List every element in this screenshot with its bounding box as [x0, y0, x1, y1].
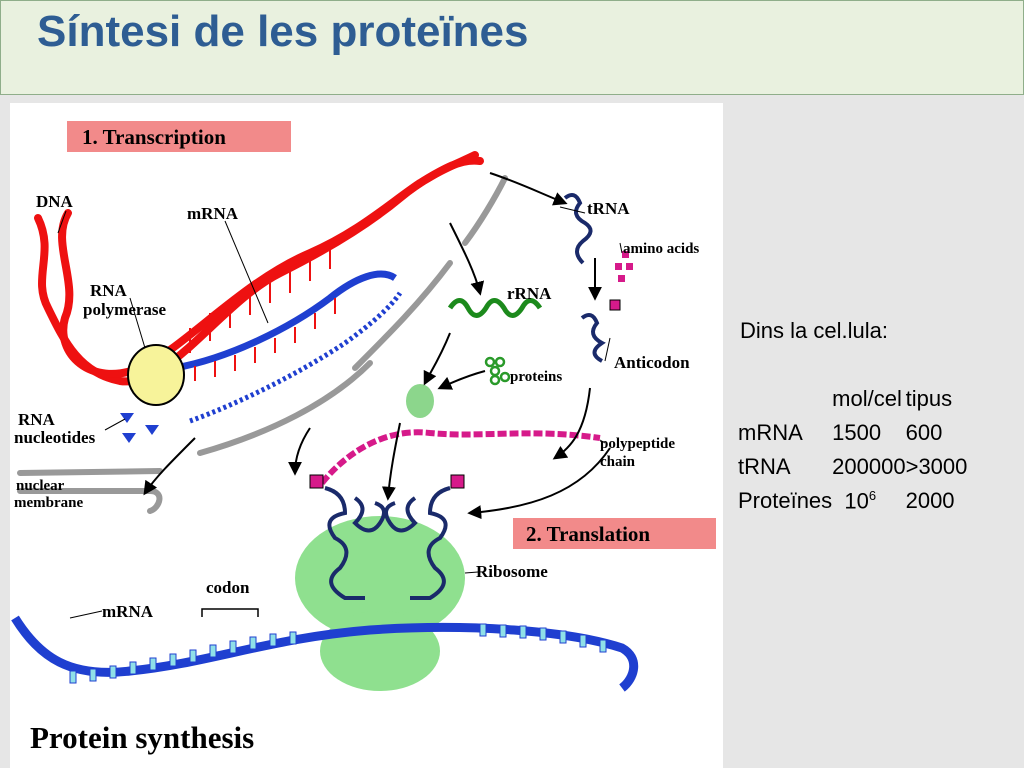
arrows [143, 172, 611, 520]
polypeptide-label-line2: chain [600, 454, 636, 470]
diagram-labels: DNA mRNA RNA polymerase RNA nucleotides … [14, 192, 699, 755]
polypeptide-label-line1: polypeptide [600, 436, 675, 452]
header-types: tipus [905, 386, 953, 411]
anticodon-label: Anticodon [614, 353, 690, 372]
header-count: mol/cel [832, 386, 902, 411]
protein-synthesis-diagram: 1. Transcription 2. Translation [10, 103, 723, 768]
mrna-rungs [194, 298, 336, 381]
table-header-row: mol/cel tipus [738, 382, 967, 416]
transcription-label: 1. Transcription [82, 125, 226, 149]
trna-molecule [563, 192, 593, 265]
rna-nucleotides-label-line1: RNA [18, 410, 56, 429]
codon-bracket [201, 608, 259, 617]
translation-banner [513, 518, 716, 549]
ribosome-small-subunit [320, 611, 440, 691]
mrna-bottom-label: mRNA [102, 602, 154, 621]
mrna-codon-bases [69, 623, 607, 684]
dna-rungs [189, 248, 331, 353]
transcription-banner [67, 121, 291, 152]
rna-polymerase [127, 344, 185, 406]
amino-acids-label: amino acids [623, 241, 699, 257]
row-types: >3000 [905, 454, 968, 479]
count-exponent: 6 [868, 487, 877, 503]
row-types: 2000 [905, 488, 955, 513]
mrna-strand-top [174, 270, 397, 372]
cell-counts-table: mol/cel tipus mRNA 1500 600 tRNA 200000 … [738, 382, 967, 518]
diagram-caption: Protein synthesis [30, 720, 254, 755]
row-types: 600 [905, 420, 943, 445]
nuclear-membrane-label-line1: nuclear [16, 478, 65, 494]
header-name [738, 382, 832, 416]
dna-helix [34, 151, 484, 386]
mrna-released [189, 291, 403, 424]
mrna-top-label: mRNA [187, 204, 239, 223]
ribosome-large-subunit [295, 516, 465, 640]
row-count: 1500 [832, 420, 882, 445]
codon-label: codon [206, 578, 250, 597]
row-count: 200000 [832, 454, 906, 479]
row-name: tRNA [738, 454, 791, 479]
rna-polymerase-label-line2: polymerase [83, 300, 167, 319]
ribosome-label: Ribosome [476, 562, 548, 581]
rrna-molecule [447, 298, 543, 318]
title-bar: Síntesi de les proteïnes [0, 0, 1024, 95]
trnas-in-ribosome [324, 486, 451, 600]
nuclear-membrane-label-line2: membrane [14, 495, 83, 511]
table-row: mRNA 1500 600 [738, 416, 967, 450]
amino-acids [615, 251, 633, 282]
proteins-label: proteins [510, 369, 562, 385]
amino-acid-right [450, 474, 465, 489]
rna-polymerase-label-line1: RNA [90, 281, 128, 300]
nuclear-membrane [17, 175, 508, 514]
leader-lines [57, 206, 623, 619]
ribosome-subunit-small [406, 384, 434, 418]
charged-trna [580, 312, 606, 363]
row-name: mRNA [738, 420, 803, 445]
translation-label: 2. Translation [526, 522, 650, 546]
row-count: 106 [832, 484, 905, 518]
proteins-cluster [484, 356, 511, 386]
row-name: Proteïnes [738, 488, 833, 513]
table-row: tRNA 200000 >3000 [738, 450, 967, 484]
rrna-label: rRNA [507, 284, 552, 303]
rna-nucleotides-label-line2: nucleotides [14, 428, 96, 447]
polypeptide-chain [319, 429, 601, 485]
amino-acid-left [309, 474, 324, 489]
trna-label: tRNA [587, 199, 630, 218]
attached-amino-acid [609, 299, 621, 311]
rna-nucleotides [120, 413, 159, 443]
dna-label: DNA [36, 192, 74, 211]
table-row: Proteïnes 106 2000 [738, 484, 967, 518]
page-title: Síntesi de les proteïnes [37, 7, 529, 56]
diagram-svg: 1. Transcription 2. Translation [11, 121, 716, 755]
cell-counts-intro: Dins la cel.lula: [740, 318, 888, 343]
count-base: 10 [844, 488, 869, 514]
